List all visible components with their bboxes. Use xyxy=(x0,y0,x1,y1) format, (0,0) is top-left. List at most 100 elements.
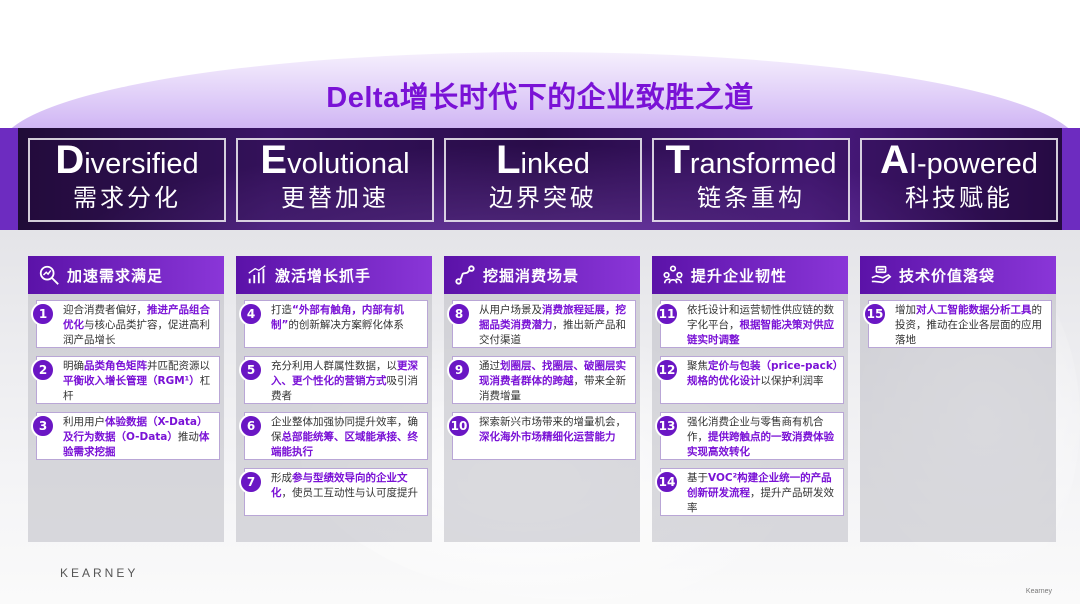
item-number: 6 xyxy=(239,414,263,438)
item-number: 7 xyxy=(239,470,263,494)
item-number: 5 xyxy=(239,358,263,382)
item-segment: 聚焦 xyxy=(687,360,708,372)
path-nodes-icon xyxy=(455,265,475,285)
pillar-english: Evolutional xyxy=(260,138,410,182)
item-segment: ，推出新产品和交付渠道 xyxy=(479,319,626,346)
item-highlight: 参与型绩效导向的企业文化 xyxy=(271,472,408,499)
item-highlight: 深化海外市场精细化运营能力 xyxy=(479,431,616,443)
item-segment: 从用户场景及 xyxy=(479,304,542,316)
item-text: 基于VOC²构建企业统一的产品创新研发流程，提升产品研发效率 xyxy=(687,472,834,514)
band-edge-left xyxy=(0,128,18,230)
item-number: 12 xyxy=(655,358,679,382)
item-text: 企业整体加强协同提升效率，确保总部能统筹、区域能承接、终端能执行 xyxy=(271,416,418,458)
item-number: 15 xyxy=(863,302,887,326)
pillar-linked: Linked 边界突破 xyxy=(444,138,642,222)
magnify-chart-icon xyxy=(39,265,59,285)
column-header-label: 激活增长抓手 xyxy=(275,266,372,285)
item-segment: 的创新解决方案孵化体系 xyxy=(288,319,404,331)
item-segment: 与核心品类扩容，促进高利润产品增长 xyxy=(63,319,210,346)
item-number: 9 xyxy=(447,358,471,382)
item-segment: 的投资，推动在企业各层面的应用落地 xyxy=(895,304,1042,346)
column-header: 提升企业韧性 xyxy=(652,256,848,294)
pillar-english: Linked xyxy=(496,138,590,182)
item-segment: 明确 xyxy=(63,360,84,372)
item-segment: ，提升产品研发效率 xyxy=(687,487,834,514)
item-text: 迎合消费者偏好，推进产品组合优化与核心品类扩容，促进高利润产品增长 xyxy=(63,304,210,346)
item-text: 打造“外部有触角，内部有机制”的创新解决方案孵化体系 xyxy=(271,304,404,331)
item-highlight: “外部有触角，内部有机制” xyxy=(271,304,404,331)
list-item: 12 聚焦定价与包装（price-pack）规格的优化设计以保护利润率 xyxy=(655,356,844,404)
item-segment: ，带来全新消费增量 xyxy=(479,375,626,402)
pillar-chinese: 更替加速 xyxy=(281,184,389,212)
column-header: 加速需求满足 xyxy=(28,256,224,294)
people-network-icon xyxy=(663,265,683,284)
item-text: 形成参与型绩效导向的企业文化，使员工互动性与认可度提升 xyxy=(271,472,418,499)
item-text: 聚焦定价与包装（price-pack）规格的优化设计以保护利润率 xyxy=(687,360,838,387)
item-number: 11 xyxy=(655,302,679,326)
band-edge-right xyxy=(1062,128,1080,230)
item-segment: 打造 xyxy=(271,304,292,316)
item-highlight: 消费旅程延展，挖掘品类消费潜力 xyxy=(479,304,626,331)
list-item: 6 企业整体加强协同提升效率，确保总部能统筹、区域能承接、终端能执行 xyxy=(239,412,428,460)
column-header-label: 提升企业韧性 xyxy=(691,266,788,285)
column-header-label: 挖掘消费场景 xyxy=(483,266,580,285)
item-number: 3 xyxy=(31,414,55,438)
item-segment: 迎合消费者偏好， xyxy=(63,304,147,316)
item-text: 充分利用人群属性数据，以更深入、更个性化的营销方式吸引消费者 xyxy=(271,360,418,402)
item-highlight: 根据智能决策对供应链实时调整 xyxy=(687,319,834,346)
item-highlight: 品类角色矩阵 xyxy=(84,360,147,372)
item-segment: 杠杆 xyxy=(63,375,211,402)
item-number: 2 xyxy=(31,358,55,382)
item-text: 从用户场景及消费旅程延展，挖掘品类消费潜力，推出新产品和交付渠道 xyxy=(479,304,626,346)
item-segment: 以保护利润率 xyxy=(760,375,824,387)
item-number: 8 xyxy=(447,302,471,326)
brand-logo: KEARNEY xyxy=(60,566,139,580)
pillar-band xyxy=(0,128,1080,230)
item-segment: 基于 xyxy=(687,472,708,484)
pillar-ai-powered: AI-powered 科技赋能 xyxy=(860,138,1058,222)
pillar-english: Transformed xyxy=(665,138,837,182)
pillar-english: Diversified xyxy=(55,138,199,182)
item-highlight: 体验数据（X-Data）及行为数据（O-Data） xyxy=(63,416,208,443)
pillar-diversified: Diversified 需求分化 xyxy=(28,138,226,222)
item-number: 14 xyxy=(655,470,679,494)
list-item: 1 迎合消费者偏好，推进产品组合优化与核心品类扩容，促进高利润产品增长 xyxy=(31,300,220,348)
item-highlight: 总部能统筹、区域能承接、终端能执行 xyxy=(271,431,418,458)
item-text: 探索新兴市场带来的增量机会，深化海外市场精细化运营能力 xyxy=(479,416,626,443)
pillar-chinese: 科技赋能 xyxy=(905,184,1013,212)
column-tech-value: 技术价值落袋 15 增加对人工智能数据分析工具的投资，推动在企业各层面的应用落地 xyxy=(860,256,1056,542)
item-number: 1 xyxy=(31,302,55,326)
pillar-band-glow xyxy=(0,128,1080,230)
list-item: 9 通过划圈层、找圈层、破圈层实现消费者群体的跨越，带来全新消费增量 xyxy=(447,356,636,404)
item-segment: 企业整体加强协同提升效率，确保 xyxy=(271,416,418,443)
item-highlight: VOC²构建企业统一的产品创新研发流程 xyxy=(687,472,832,499)
item-number: 10 xyxy=(447,414,471,438)
item-highlight: 推进产品组合优化 xyxy=(63,304,210,331)
item-highlight: 提供跨触点的一致消费体验实现高效转化 xyxy=(687,431,834,458)
hand-coins-icon xyxy=(871,265,892,284)
item-highlight: 体验需求挖掘 xyxy=(63,431,210,458)
item-segment: 吸引消费者 xyxy=(271,375,418,402)
column-header: 技术价值落袋 xyxy=(860,256,1056,294)
bar-growth-icon xyxy=(248,265,266,284)
item-segment: 形成 xyxy=(271,472,292,484)
item-number: 13 xyxy=(655,414,679,438)
item-text: 通过划圈层、找圈层、破圈层实现消费者群体的跨越，带来全新消费增量 xyxy=(479,360,626,402)
list-item: 7 形成参与型绩效导向的企业文化，使员工互动性与认可度提升 xyxy=(239,468,428,516)
column-header: 挖掘消费场景 xyxy=(444,256,640,294)
list-item: 5 充分利用人群属性数据，以更深入、更个性化的营销方式吸引消费者 xyxy=(239,356,428,404)
item-segment: 利用用户 xyxy=(63,416,105,428)
column-scenario: 挖掘消费场景 8 从用户场景及消费旅程延展，挖掘品类消费潜力，推出新产品和交付渠道… xyxy=(444,256,640,542)
column-header: 激活增长抓手 xyxy=(236,256,432,294)
pillar-english: AI-powered xyxy=(880,138,1038,182)
column-header-label: 技术价值落袋 xyxy=(899,266,996,285)
pillar-evolutional: Evolutional 更替加速 xyxy=(236,138,434,222)
item-text: 增加对人工智能数据分析工具的投资，推动在企业各层面的应用落地 xyxy=(895,304,1042,346)
item-text: 明确品类角色矩阵并匹配资源以平衡收入增长管理（RGM¹）杠杆 xyxy=(63,360,210,402)
brand-footer: Kearney xyxy=(1025,588,1052,595)
